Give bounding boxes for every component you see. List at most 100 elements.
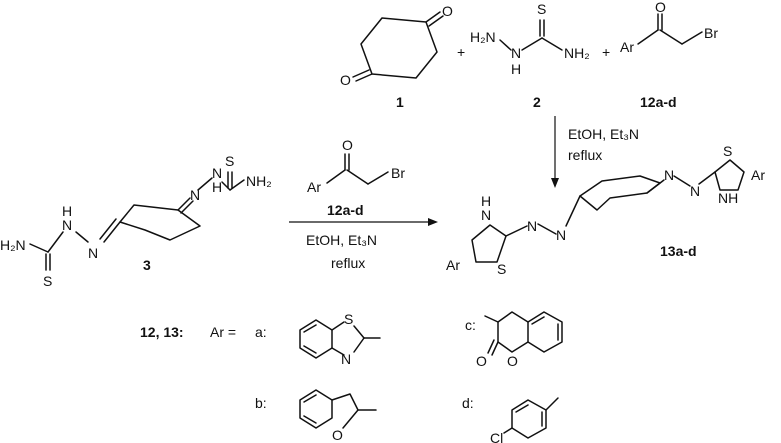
ar-eq: Ar = <box>210 324 236 340</box>
s-c-bond-a <box>353 325 365 339</box>
ar-structure-c: O O <box>476 311 563 369</box>
co-bond-bottom <box>355 73 373 82</box>
co-bond-bottom-2 <box>352 69 370 78</box>
label-1: 1 <box>396 94 404 110</box>
atom-o: O <box>655 0 666 15</box>
c-n-bond-left-13 <box>565 195 581 227</box>
atom-s: S <box>537 1 546 17</box>
n-c-bond-top <box>221 181 231 191</box>
label-12: 12a-d <box>640 94 677 110</box>
ar-structure-a: S N <box>299 311 381 367</box>
ar-c-bond-mid <box>326 169 346 184</box>
atom-br-mid: Br <box>391 165 405 181</box>
atom-nh2: NH₂ <box>564 45 590 61</box>
aromatic-bond-a-1 <box>303 324 317 333</box>
co-bond-top-2 <box>428 15 444 27</box>
c-n-bond-right <box>646 179 665 194</box>
c-nh2-bond <box>541 37 563 51</box>
ring-13 <box>579 175 661 211</box>
attach-bond-d <box>545 397 559 411</box>
atom-nh-right: NH <box>718 190 738 206</box>
ar-a-atom-s: S <box>344 311 353 327</box>
atom-nh2-top: NH₂ <box>246 173 272 189</box>
n-bond-a <box>331 347 345 356</box>
c-ch2-bond-mid <box>346 169 369 185</box>
atom-n3: N <box>556 227 566 243</box>
condition-mid-2: reflux <box>331 255 365 271</box>
atom-n1: N <box>664 167 674 183</box>
atom-n2: N <box>690 183 700 199</box>
attach-bond-c <box>484 315 499 323</box>
aromatic-bond-b-2 <box>303 415 317 424</box>
thiazole-left <box>471 224 507 263</box>
n-c-bond-right <box>698 171 716 185</box>
thiazole-right <box>714 159 745 191</box>
atom-h-left: H <box>62 203 72 219</box>
atom-hn-left: N <box>62 217 72 233</box>
s-bond-a <box>331 321 345 331</box>
atom-n-left-13: N <box>481 207 491 223</box>
c-n-bond-top-2 <box>180 200 194 214</box>
atom-h-top: H <box>212 179 222 195</box>
atom-ar-left: Ar <box>446 257 460 273</box>
c-nh2-bond-left <box>29 243 49 253</box>
atom-o-bottom: O <box>340 72 351 88</box>
atom-s-top: S <box>225 153 234 169</box>
atom-nh: N <box>511 45 521 61</box>
atom-ar-mid: Ar <box>307 179 321 195</box>
atom-o-top: O <box>442 3 453 19</box>
arrow-head-horizontal <box>428 218 438 226</box>
label-12-mid: 12a-d <box>327 202 364 218</box>
compound-1: O O 1 <box>340 3 453 110</box>
compound-12: O Ar Br 12a-d <box>620 0 718 110</box>
co-bond-c <box>491 341 499 356</box>
label-13: 13a-d <box>660 243 697 259</box>
reagent-mid: O Ar Br 12a-d <box>307 137 405 218</box>
n-c-bond-left <box>47 231 64 253</box>
cl-bond-d <box>503 427 513 434</box>
atom-nh-top: N <box>212 165 222 181</box>
pyranone-ring-c <box>497 311 529 353</box>
atom-h: H <box>511 61 521 77</box>
atom-ar-right: Ar <box>751 167 765 183</box>
n-n-bond-top <box>197 177 213 191</box>
condition-top-2: reflux <box>568 147 602 163</box>
n-c-bond-a <box>353 337 365 353</box>
n-n-bond <box>499 39 512 51</box>
plus-sign-1: + <box>457 44 465 60</box>
label-2: 2 <box>533 94 541 110</box>
c-n-bond-top <box>177 197 191 211</box>
benzene-ring-c <box>527 311 563 353</box>
c-n-bond-left <box>103 221 121 243</box>
atom-s-left: S <box>497 261 506 277</box>
plus-sign-2: + <box>602 44 610 60</box>
n-n-bond-right <box>673 175 691 187</box>
atom-n4: N <box>527 218 537 234</box>
ar-key-a: a: <box>255 324 267 340</box>
ar-structure-d: Cl <box>490 397 559 443</box>
atom-o-mid: O <box>342 137 353 153</box>
co-bond-c-2 <box>487 339 495 354</box>
atom-ar: Ar <box>620 39 634 55</box>
ar-key-d: d: <box>462 395 474 411</box>
furan-ring-b <box>331 393 359 429</box>
ch2-br-bond <box>681 31 703 45</box>
aromatic-bond-d-1 <box>515 404 529 413</box>
ar-b-atom-o: O <box>332 427 343 443</box>
benzene-ring-d <box>511 399 547 439</box>
benzene-ring-b <box>299 389 333 429</box>
ring-1 <box>360 17 438 79</box>
compound-2: S H₂N N H NH₂ 2 <box>470 1 590 110</box>
aromatic-bond-a-2 <box>303 345 317 354</box>
ar-c-bond <box>637 29 659 45</box>
ar-c-atom-o-carbonyl: O <box>476 353 487 369</box>
atom-h-left-13: H <box>481 193 491 209</box>
n-n-bond-left-13 <box>537 223 557 235</box>
co-bond-top <box>425 11 441 23</box>
atom-n-left: N <box>88 245 98 261</box>
arrow-head-vertical <box>551 178 559 188</box>
ar-c-atom-o-ring: O <box>507 353 518 369</box>
label-3: 3 <box>143 257 151 273</box>
aromatic-bond-b-1 <box>303 394 317 403</box>
